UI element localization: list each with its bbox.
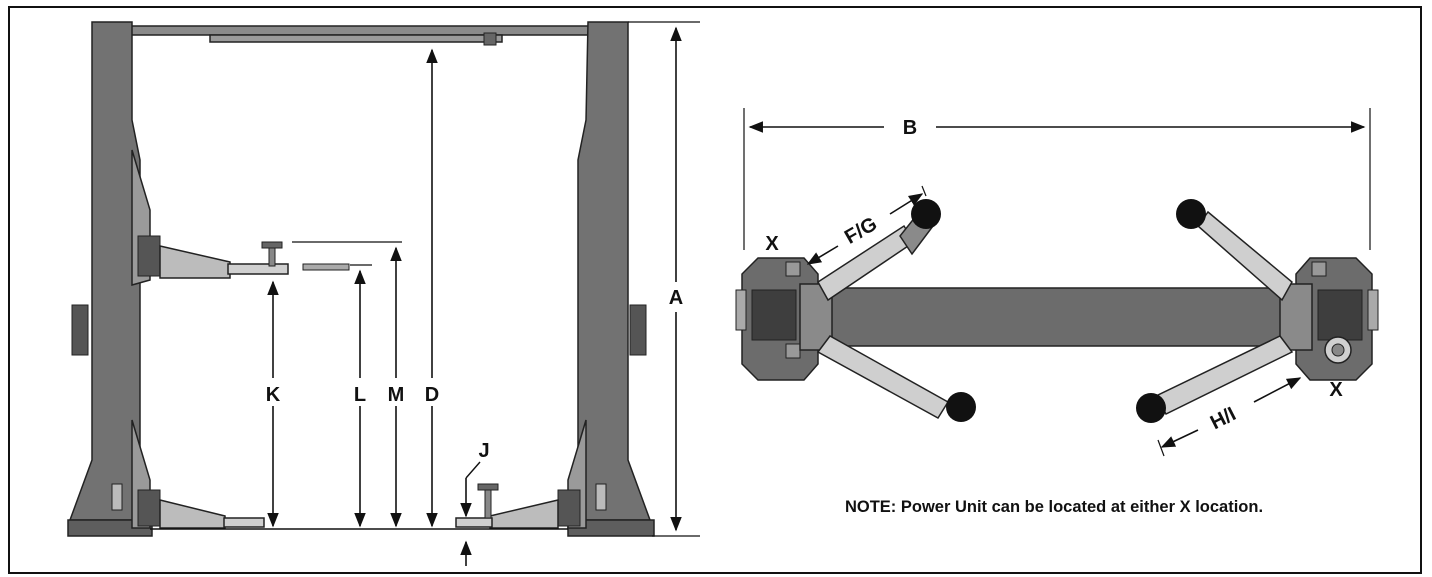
overhead-beam [127,25,591,36]
right-bolt-top [1311,261,1327,277]
right-arm-ext-low [455,517,493,528]
top-view: B F/G H/ [735,108,1379,516]
right-column-core [1317,289,1363,341]
right-column [577,21,652,521]
power-unit-note: NOTE: Power Unit can be located at eithe… [845,498,1263,516]
dim-k-label: K [266,384,281,406]
left-arm-ext-raised [227,263,289,275]
dim-fg-ext [921,185,927,197]
dim-j-leader [465,461,481,479]
dim-d-label: D [425,384,439,406]
left-power-box [71,304,89,356]
arm-rear-left [816,335,950,419]
left-arm-raised [159,245,231,279]
power-unit-location-right: X [1329,379,1343,401]
left-arm-low [159,499,226,529]
right-carriage-block-low [557,489,581,527]
pad-front-right [1176,199,1206,229]
right-lock-low [595,483,607,511]
dim-hi-line-left [1160,429,1199,448]
left-carriage-block-raised [137,235,161,277]
power-unit-hub [1331,343,1345,357]
dim-hi-line-right [1253,377,1302,403]
right-arm-raised-stub [302,263,350,271]
left-column-core [751,289,797,341]
dim-fg-line-right [889,193,924,215]
arm-front-right [1196,210,1293,302]
left-column-base [67,519,153,537]
pad-rear-right [1136,393,1166,423]
left-column [68,21,141,521]
dim-m-label: M [388,384,405,406]
overhead-switch [483,32,497,46]
dim-l-label: L [354,384,366,406]
left-lock-low [111,483,123,511]
dim-a-label: A [669,287,683,309]
right-power-box [629,304,647,356]
right-column-cap [1367,289,1379,331]
left-bolt-bottom [785,343,801,359]
overhead-shutoff-bar [209,34,503,43]
dim-hi-ext [1157,439,1165,457]
left-pad-post-raised [268,247,276,267]
cross-beam [827,287,1285,347]
right-arm-low [489,499,559,529]
dim-j-label: J [478,440,489,462]
left-pad-raised [261,241,283,249]
left-column-cap [735,289,747,331]
right-pad-low [477,483,499,491]
power-unit-location-left: X [765,233,779,255]
arm-rear-right [1154,335,1294,415]
front-view: A D M L K J [67,21,700,566]
left-carriage-block-low [137,489,161,527]
dim-fg-line-left [806,245,839,265]
right-pad-post-low [484,489,492,519]
dim-fg-label: F/G [841,213,881,249]
pad-front-left [911,199,941,229]
left-bolt-top [785,261,801,277]
left-arm-ext-low [223,517,265,528]
dim-b-label: B [903,117,917,139]
dim-hi-label: H/I [1207,403,1240,434]
pad-rear-left [946,392,976,422]
